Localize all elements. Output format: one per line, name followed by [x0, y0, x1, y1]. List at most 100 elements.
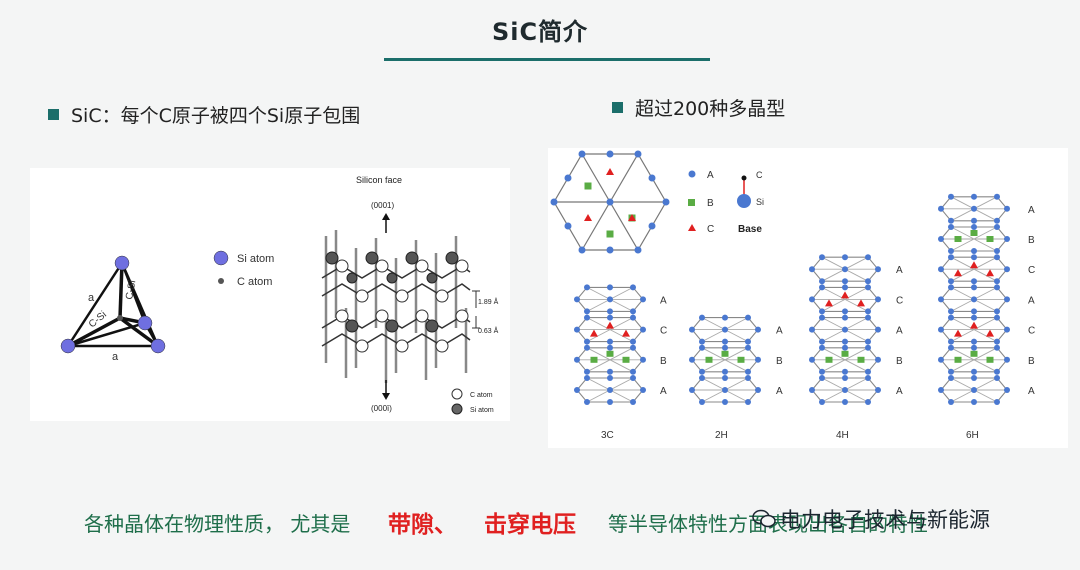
a-site-dot-icon [842, 375, 848, 381]
b-site-square-icon [986, 356, 994, 363]
footer-pre: 各种晶体在物理性质， 尤其是 [84, 512, 351, 536]
a-site-dot-icon [994, 284, 1000, 291]
stack-layer-label: A [660, 386, 667, 397]
a-site-dot-icon [948, 368, 954, 375]
c-site-triangle-icon [970, 321, 978, 329]
a-site-dot-icon [722, 399, 728, 405]
legend-top-label: C [756, 170, 763, 180]
a-site-dot-icon [630, 344, 636, 351]
a-site-dot-icon [994, 314, 1000, 321]
b-site-square-icon [970, 230, 978, 236]
a-site-dot-icon [584, 338, 590, 345]
a-site-dot-icon [745, 368, 751, 375]
a-site-dot-icon [755, 326, 761, 333]
a-site-dot-icon [584, 308, 590, 315]
a-site-dot-icon [819, 254, 825, 261]
a-site-dot-icon [842, 326, 848, 333]
a-site-dot-icon [994, 217, 1000, 224]
spacing-label-2: 0.63 Å [478, 326, 499, 335]
a-site-dot-icon [699, 344, 705, 351]
a-site-dot-icon [564, 174, 572, 182]
a-site-dot-icon [948, 399, 954, 405]
a-site-dot-icon [607, 344, 613, 351]
sic-structure-figure: a a C-Si C-Si Si atom C atom Silicon fac… [30, 168, 510, 421]
a-site-dot-icon [971, 344, 977, 351]
a-site-dot-icon [630, 314, 636, 321]
c-site-triangle-icon [628, 214, 636, 221]
a-site-dot-icon [607, 375, 613, 381]
a-site-dot-icon [865, 314, 871, 321]
a-site-dot-icon [865, 254, 871, 261]
a-site-dot-icon [842, 278, 848, 285]
a-site-dot-icon [938, 205, 944, 212]
b-site-square-icon [606, 350, 614, 357]
silicon-face-label: Silicon face [356, 175, 402, 185]
a-site-dot-icon [584, 284, 590, 291]
a-site-dot-icon [574, 356, 580, 363]
a-site-dot-icon [809, 326, 815, 333]
stack-layer-label: C [660, 326, 667, 337]
si-atom-icon [137, 315, 153, 331]
a-site-dot-icon [971, 278, 977, 285]
edge-label-a-bottom: a [112, 351, 119, 363]
a-site-dot-icon [1004, 356, 1010, 363]
a-site-dot-icon [971, 308, 977, 315]
layer-b [574, 344, 646, 375]
layer-a [689, 375, 761, 405]
c-site-triangle-icon [954, 329, 962, 337]
stack-layer-label: A [1028, 386, 1035, 397]
a-site-dot-icon [865, 278, 871, 285]
b-site-square-icon [857, 356, 865, 363]
stack-layer-label: B [660, 356, 667, 367]
a-site-dot-icon [1004, 205, 1010, 212]
a-site-dot-icon [971, 248, 977, 254]
lattice-legend-c: C atom [470, 392, 493, 399]
a-site-dot-icon [606, 246, 614, 254]
stack-layer-label: C [1028, 326, 1035, 337]
a-site-dot-icon [722, 387, 728, 393]
a-site-dot-icon [875, 326, 881, 333]
a-site-dot-icon [607, 296, 613, 303]
a-site-dot-icon [755, 387, 761, 393]
polytype-legend: A B C C Si Base [688, 170, 764, 235]
a-site-dot-icon [662, 198, 670, 206]
a-site-dot-icon [865, 368, 871, 375]
a-site-dot-icon [842, 266, 848, 273]
a-site-dot-icon [722, 338, 728, 345]
b-site-square-icon [705, 356, 713, 363]
a-site-dot-icon [1004, 326, 1010, 333]
legend-c-label: C [707, 224, 714, 235]
a-site-dot-icon [699, 368, 705, 375]
b-site-square-icon [606, 230, 614, 238]
a-site-dot-icon [607, 308, 613, 315]
a-site-dot-icon [819, 375, 825, 381]
a-site-dot-icon [819, 314, 825, 321]
layer-c [938, 254, 1010, 285]
c-atom-icon [117, 315, 123, 321]
a-site-dot-icon [865, 399, 871, 405]
left-bullet: SiC：每个C原子被四个Si原子包围 [48, 101, 360, 128]
legend-c-triangle-icon [688, 224, 696, 231]
si-atom-icon [451, 403, 463, 415]
direction-bottom-label: (000ī) [371, 404, 392, 413]
b-site-square-icon [986, 236, 994, 242]
legend-b-label: B [707, 198, 714, 209]
layer-c [938, 314, 1010, 345]
a-site-dot-icon [699, 399, 705, 405]
polytype-3c-name: 3C [601, 430, 614, 441]
si-atom-icon [150, 338, 166, 354]
a-site-dot-icon [630, 399, 636, 405]
a-site-dot-icon [630, 284, 636, 291]
b-site-square-icon [954, 236, 962, 242]
footer-highlight-breakdown: 击穿电压 [484, 512, 576, 538]
a-site-dot-icon [948, 344, 954, 351]
a-site-dot-icon [994, 308, 1000, 315]
a-site-dot-icon [865, 375, 871, 381]
a-site-dot-icon [1004, 236, 1010, 242]
a-site-dot-icon [842, 284, 848, 291]
b-site-square-icon [825, 356, 833, 363]
polytype-4h-name: 4H [836, 430, 849, 441]
stack-layer-label: B [776, 356, 783, 367]
a-site-dot-icon [574, 387, 580, 393]
a-site-dot-icon [842, 254, 848, 261]
